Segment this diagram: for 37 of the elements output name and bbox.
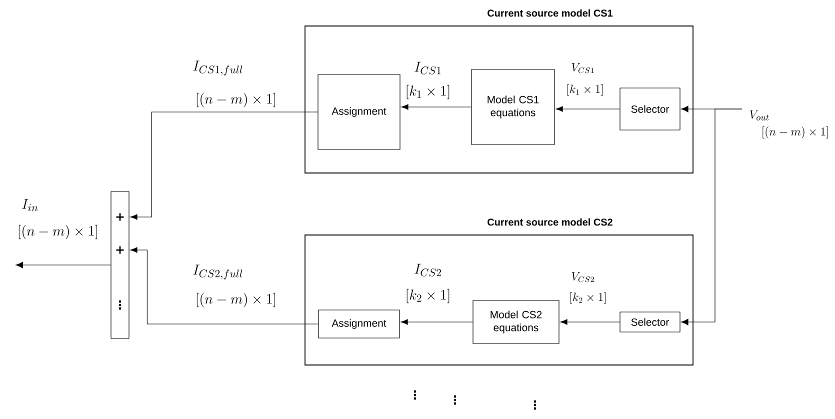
signal-label: $V_{out}$ $[(n-m)\times 1]$ — [750, 110, 828, 138]
size-label: $[k_2\times 1]$ — [570, 292, 606, 304]
edge-label: $I_{CS1}$ — [414, 62, 441, 74]
size-label: $[(n-m)\times 1]$ — [18, 224, 98, 240]
arrow — [681, 108, 742, 326]
arrow — [556, 106, 620, 112]
size-label: $[k_1\times 1]$ — [568, 84, 602, 96]
model-equations-block: Model CS2 equations — [472, 300, 560, 344]
block-title: Current source model CS2 — [488, 218, 612, 226]
arrow — [130, 247, 318, 324]
selector-block: Selector — [620, 312, 680, 332]
plus-sign: + — [116, 246, 124, 254]
ellipsis: ⋮ — [118, 300, 122, 310]
assignment-block: Assignment — [318, 310, 400, 338]
size-label: $[(n-m)\times 1]$ — [196, 92, 276, 108]
arrow — [130, 112, 318, 220]
plus-sign: + — [116, 213, 124, 221]
selector-block: Selector — [620, 88, 680, 130]
size-label: $[k_1\times 1]$ — [406, 84, 450, 100]
edge-label: $I_{CS1,full}$ — [193, 60, 242, 76]
size-label: $[(n-m)\times 1]$ — [196, 292, 276, 308]
block-title: Current source model CS1 — [488, 9, 613, 17]
size-label: $I_{in}$ — [22, 198, 38, 212]
arrow — [16, 262, 111, 268]
ellipsis: ⋮ — [454, 395, 456, 405]
ellipsis: ⋮ — [534, 400, 536, 410]
arrow — [560, 319, 620, 325]
ellipsis: ⋮ — [414, 390, 416, 400]
arrow — [400, 319, 473, 325]
assignment-block: Assignment — [318, 74, 400, 150]
arrow — [401, 104, 472, 110]
edge-label: $I_{CS2,full}$ — [193, 264, 242, 280]
edge-label: $I_{CS2}$ — [414, 264, 441, 276]
size-label: $[k_2\times 1]$ — [406, 288, 450, 304]
edge-label: $V_{CS2}$ — [572, 272, 594, 282]
model-equations-block: Model CS1 equations — [471, 69, 555, 145]
edge-label: $V_{CS1}$ — [572, 63, 594, 74]
